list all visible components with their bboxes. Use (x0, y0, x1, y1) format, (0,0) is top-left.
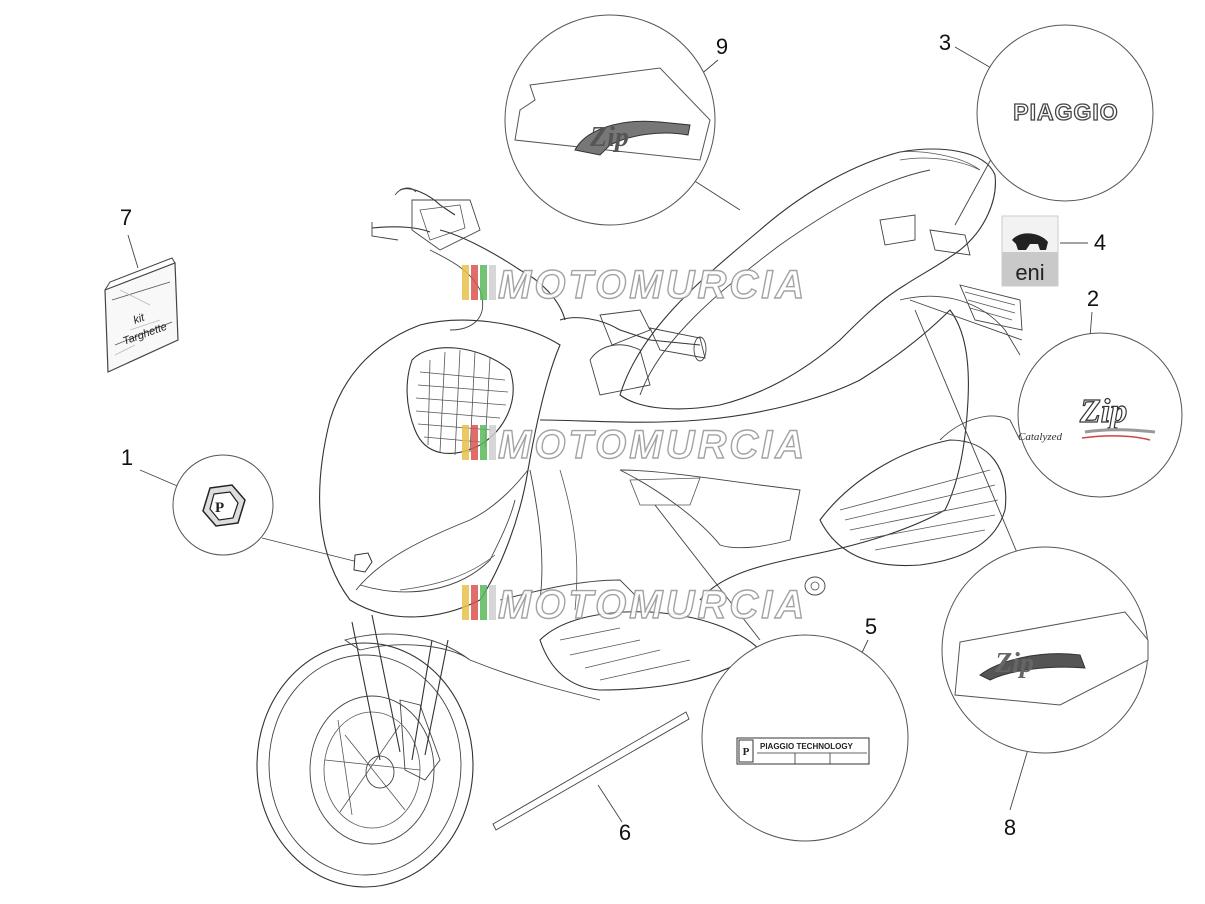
kit-bag-decal-7: kit Targhette (104, 257, 179, 373)
watermark-stripe (480, 585, 487, 620)
seat (619, 148, 996, 410)
watermark-stripe (471, 265, 478, 300)
front-fender (343, 633, 471, 661)
side-body (539, 309, 969, 601)
svg-text:P: P (215, 500, 224, 516)
callout-number-6: 6 (619, 820, 631, 845)
callout-number-4: 4 (1094, 230, 1106, 255)
callout-number-5: 5 (865, 614, 877, 639)
callout-number-1: 1 (121, 445, 133, 470)
callout-number-8: 8 (1004, 815, 1016, 840)
zip-text-8: Zip (994, 648, 1034, 679)
watermark-stripe (462, 265, 469, 300)
watermark-text: MOTOMURCIA (498, 263, 807, 307)
zip-catalyzed-text: Catalyzed (1018, 431, 1062, 443)
callout-number-3: 3 (939, 30, 951, 55)
six-legged-dog-icon (1012, 233, 1048, 250)
watermarks: MOTOMURCIA MOTOMURCIA MOTOMURCIA (462, 262, 807, 628)
watermark-stripe (480, 265, 487, 300)
watermark-stripe (489, 585, 496, 620)
front-shield (319, 319, 561, 618)
eni-text: eni (1015, 260, 1044, 285)
zip-logo-icon (574, 120, 691, 156)
callout-circle-8: Zip (941, 546, 1149, 754)
callout-number-7: 7 (120, 205, 132, 230)
callout-circle-9: Zip (504, 14, 716, 226)
callout-circle-2: Zip Catalyzed (1017, 332, 1183, 498)
watermark-stripe (462, 425, 469, 460)
watermark-text: MOTOMURCIA (498, 423, 807, 467)
front-fork (351, 614, 449, 761)
piaggio-technology-text: PIAGGIO TECHNOLOGY (760, 742, 854, 751)
stripe-decal-6 (492, 711, 690, 831)
watermark-stripe (462, 585, 469, 620)
watermark-stripe (480, 425, 487, 460)
zip-text-2: Zip (1079, 393, 1127, 430)
kit-text: kit (132, 311, 147, 326)
watermark-stripe (489, 265, 496, 300)
handlebar (371, 187, 707, 396)
watermark-stripe (471, 585, 478, 620)
callout-numbers: 1 2 3 4 5 6 7 8 9 (120, 30, 1106, 845)
watermark-3: MOTOMURCIA (462, 582, 807, 628)
engine-rear (804, 229, 1023, 596)
scooter-drawing (256, 148, 1023, 888)
callout-number-2: 2 (1087, 286, 1099, 311)
svg-text:P: P (743, 746, 750, 758)
watermark-stripe (471, 425, 478, 460)
eni-logo-decal-4: eni (1001, 215, 1059, 287)
callout-number-9: 9 (716, 34, 728, 59)
callout-circle-1: P (172, 454, 373, 573)
piaggio-wordmark: PIAGGIO (1013, 99, 1118, 125)
watermark-2: MOTOMURCIA (462, 422, 807, 468)
front-wheel (256, 642, 474, 888)
watermark-1: MOTOMURCIA (462, 262, 807, 308)
callout-circle-5: P PIAGGIO TECHNOLOGY (701, 634, 909, 842)
callout-circle-3: PIAGGIO (976, 24, 1154, 202)
watermark-text: MOTOMURCIA (498, 583, 807, 627)
zip-text-9: Zip (589, 122, 629, 153)
watermark-stripe (489, 425, 496, 460)
